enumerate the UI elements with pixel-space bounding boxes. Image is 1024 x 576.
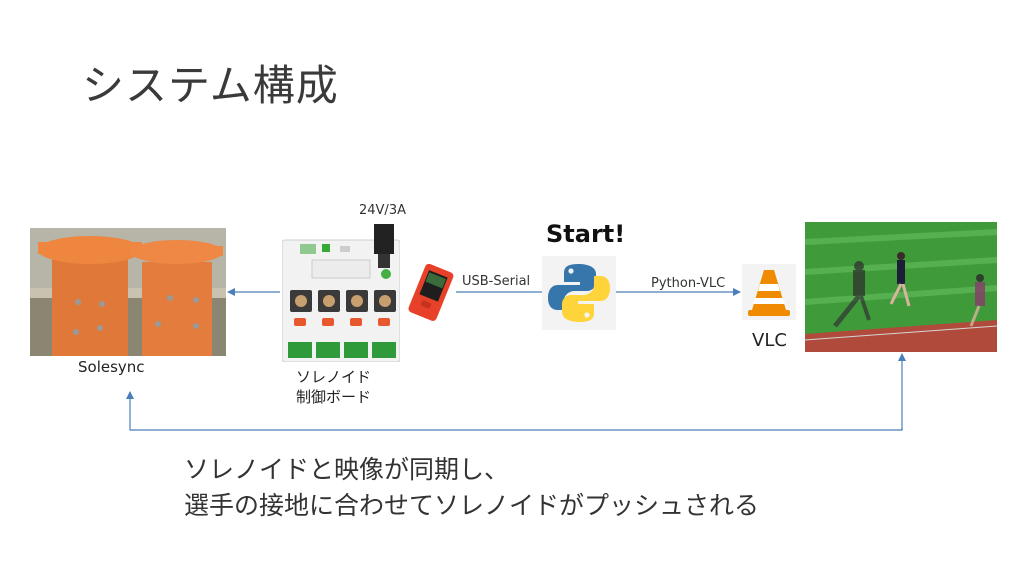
solenoid-board-photo xyxy=(281,224,401,363)
vlc-cone-icon xyxy=(742,264,796,320)
solesync-photo xyxy=(30,228,226,356)
solenoid-board-label-line2: 制御ボード xyxy=(296,388,372,406)
vlc-label: VLC xyxy=(752,330,787,351)
usb-serial-label: USB-Serial xyxy=(462,274,531,289)
video-frame-photo xyxy=(804,222,998,352)
python-logo-icon xyxy=(542,256,616,330)
solesync-label: Solesync xyxy=(78,358,145,376)
power-label: 24V/3A xyxy=(359,203,406,218)
slide-title: システム構成 xyxy=(82,61,339,110)
caption-line-1: ソレノイドと映像が同期し、 xyxy=(184,455,510,484)
start-label: Start! xyxy=(546,220,626,248)
caption-line-2: 選手の接地に合わせてソレノイドがプッシュされる xyxy=(184,491,760,520)
arrow-video-to-solesync xyxy=(126,391,903,431)
caption: ソレノイドと映像が同期し、 選手の接地に合わせてソレノイドがプッシュされる xyxy=(184,452,759,524)
solenoid-board-label-line1: ソレノイド xyxy=(296,368,372,386)
python-vlc-label: Python-VLC xyxy=(651,276,726,291)
controller-device-photo xyxy=(404,262,456,322)
